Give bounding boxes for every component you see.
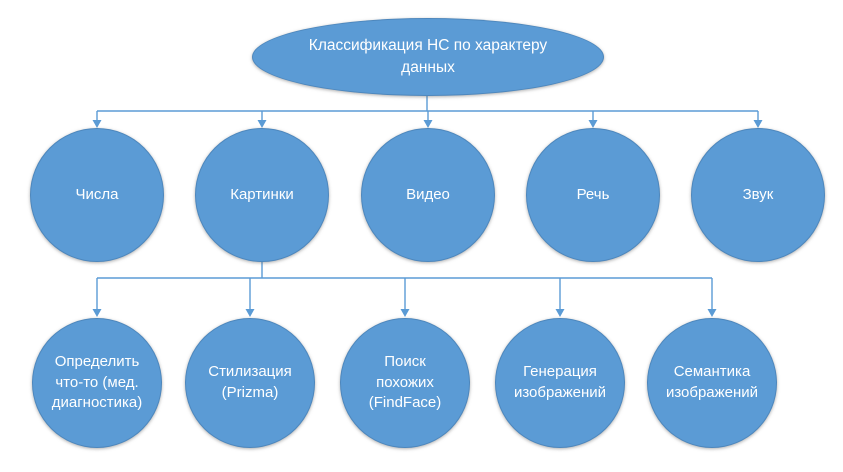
node-speech: Речь (526, 128, 660, 262)
level1-arrowhead-4 (588, 120, 598, 128)
node-video: Видео (361, 128, 495, 262)
node-video-label: Видео (406, 185, 450, 203)
node-numbers-label: Числа (75, 185, 119, 203)
node-pictures-label: Картинки (230, 185, 294, 203)
node-root-label: Классификация НС по характеру данных (308, 36, 548, 76)
node-image-generation: Генерация изображений (495, 318, 625, 448)
node-numbers: Числа (30, 128, 164, 262)
node-root: Классификация НС по характеру данных (252, 18, 604, 96)
level2-arrowhead-5 (707, 309, 717, 317)
node-stylization-prizma-label: Стилизация (Prizma) (208, 363, 292, 401)
node-image-generation-label: Генерация изображений (513, 363, 607, 401)
node-sound: Звук (691, 128, 825, 262)
node-pictures: Картинки (195, 128, 329, 262)
level2-arrowhead-3 (400, 309, 410, 317)
level1-arrowhead-2 (257, 120, 267, 128)
level1-arrowhead-5 (753, 120, 763, 128)
level2-arrowhead-4 (555, 309, 565, 317)
level1-arrowhead-3 (423, 120, 433, 128)
node-similar-search-findface: Поиск похожих (FindFace) (340, 318, 470, 448)
node-medical-diagnostics-label: Определить что-то (мед. диагностика) (51, 352, 143, 412)
node-stylization-prizma: Стилизация (Prizma) (185, 318, 315, 448)
node-similar-search-findface-label: Поиск похожих (FindFace) (368, 352, 442, 412)
level2-arrowhead-1 (92, 309, 102, 317)
node-medical-diagnostics: Определить что-то (мед. диагностика) (32, 318, 162, 448)
node-image-semantics-label: Семантика изображений (665, 363, 759, 401)
level2-arrowhead-2 (245, 309, 255, 317)
level1-arrowhead-1 (92, 120, 102, 128)
node-speech-label: Речь (576, 185, 610, 203)
node-image-semantics: Семантика изображений (647, 318, 777, 448)
node-sound-label: Звук (742, 185, 774, 203)
